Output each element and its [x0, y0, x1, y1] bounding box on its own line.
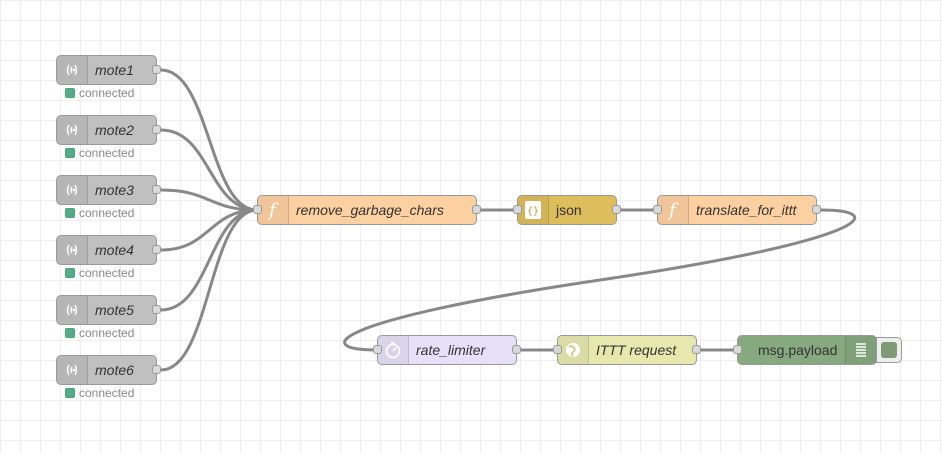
wifi-signal-icon — [57, 116, 88, 144]
node-status: connected — [65, 327, 134, 339]
output-port[interactable] — [152, 365, 161, 374]
status-dot — [65, 388, 75, 398]
output-port[interactable] — [152, 305, 161, 314]
wire-mote3 — [160, 188, 258, 212]
node-status: connected — [65, 387, 134, 399]
http-request-node-ittt[interactable]: ITTT request — [553, 335, 701, 365]
function-icon: f — [258, 196, 289, 224]
input-port[interactable] — [653, 205, 662, 214]
debug-node-msg-payload[interactable]: msg.payload — [733, 335, 877, 365]
mqtt-node-mote1[interactable]: mote1 — [56, 55, 161, 85]
node-status: connected — [65, 147, 134, 159]
input-port[interactable] — [373, 345, 382, 354]
status-dot — [65, 208, 75, 218]
mqtt-node-mote2[interactable]: mote2 — [56, 115, 161, 145]
wire-translate-ratelimiter — [343, 208, 857, 352]
status-dot — [65, 328, 75, 338]
mqtt-node-mote6[interactable]: mote6 — [56, 355, 161, 385]
wire-mote1 — [160, 68, 258, 212]
function-node-remove-garbage-chars[interactable]: f remove_garbage_chars — [253, 195, 481, 225]
node-label: mote2 — [95, 122, 134, 138]
wifi-signal-icon — [57, 356, 88, 384]
delay-node-rate-limiter[interactable]: rate_limiter — [373, 335, 521, 365]
node-label: json — [556, 202, 582, 218]
node-label: translate_for_ittt — [696, 202, 797, 218]
debug-toggle-button[interactable] — [876, 337, 902, 363]
output-port[interactable] — [152, 125, 161, 134]
input-port[interactable] — [733, 345, 742, 354]
node-label: rate_limiter — [416, 342, 486, 358]
debug-toggle-indicator — [881, 342, 897, 358]
output-port[interactable] — [512, 345, 521, 354]
status-text: connected — [79, 86, 135, 100]
status-text: connected — [79, 386, 135, 400]
wifi-signal-icon — [57, 56, 88, 84]
node-label: msg.payload — [758, 342, 838, 358]
wire-mote2 — [160, 128, 258, 212]
status-dot — [65, 148, 75, 158]
status-dot — [65, 88, 75, 98]
mqtt-node-mote4[interactable]: mote4 — [56, 235, 161, 265]
output-port[interactable] — [152, 185, 161, 194]
globe-icon — [558, 336, 589, 364]
input-port[interactable] — [553, 345, 562, 354]
wifi-signal-icon — [57, 176, 88, 204]
status-text: connected — [79, 326, 135, 340]
wifi-signal-icon — [57, 296, 88, 324]
wifi-signal-icon — [57, 236, 88, 264]
node-status: connected — [65, 87, 134, 99]
node-label: remove_garbage_chars — [296, 202, 444, 218]
json-braces-icon: {} — [518, 196, 549, 224]
status-text: connected — [79, 266, 135, 280]
svg-text:f: f — [267, 200, 279, 220]
debug-list-icon — [845, 336, 876, 364]
svg-text:f: f — [667, 200, 679, 220]
output-port[interactable] — [152, 65, 161, 74]
node-status: connected — [65, 207, 134, 219]
status-dot — [65, 268, 75, 278]
function-node-translate-for-ittt[interactable]: f translate_for_ittt — [653, 195, 821, 225]
node-label: mote4 — [95, 242, 134, 258]
node-label: mote6 — [95, 362, 134, 378]
input-port[interactable] — [513, 205, 522, 214]
status-text: connected — [79, 206, 135, 220]
output-port[interactable] — [692, 345, 701, 354]
node-label: mote1 — [95, 62, 134, 78]
output-port[interactable] — [612, 205, 621, 214]
function-icon: f — [658, 196, 689, 224]
wire-mote6 — [160, 208, 258, 372]
output-port[interactable] — [152, 245, 161, 254]
node-label: ITTT request — [596, 342, 677, 358]
json-node[interactable]: {} json — [513, 195, 621, 225]
mqtt-node-mote3[interactable]: mote3 — [56, 175, 161, 205]
input-port[interactable] — [253, 205, 262, 214]
timer-icon — [378, 336, 409, 364]
output-port[interactable] — [472, 205, 481, 214]
wire-mote4 — [160, 208, 258, 252]
node-label: mote5 — [95, 302, 134, 318]
wire-mote5 — [160, 208, 258, 312]
svg-text:{}: {} — [527, 206, 539, 217]
node-label: mote3 — [95, 182, 134, 198]
status-text: connected — [79, 146, 135, 160]
node-status: connected — [65, 267, 134, 279]
output-port[interactable] — [812, 205, 821, 214]
mqtt-node-mote5[interactable]: mote5 — [56, 295, 161, 325]
